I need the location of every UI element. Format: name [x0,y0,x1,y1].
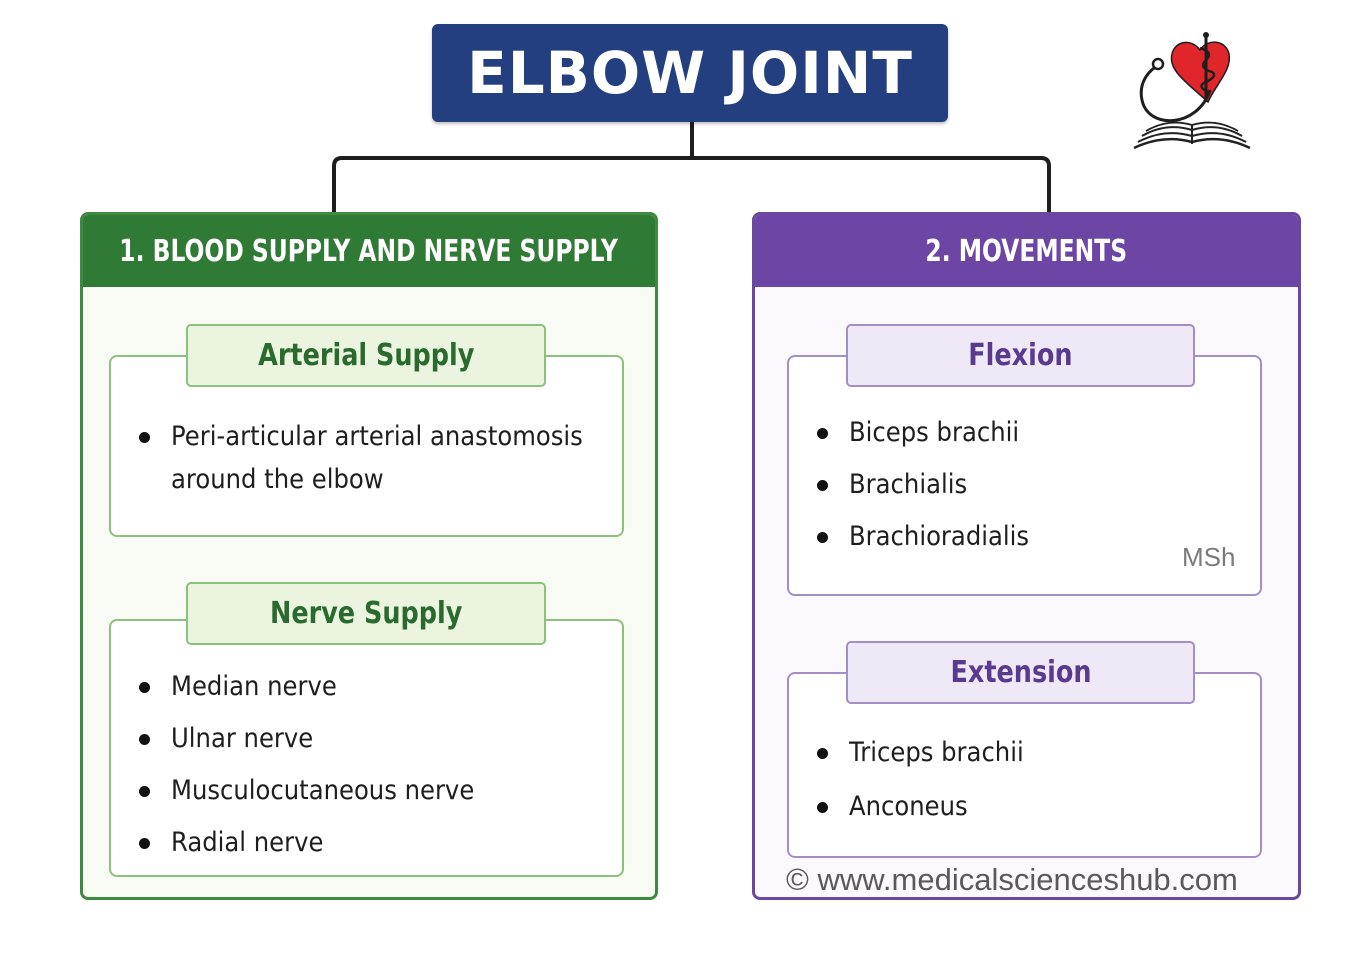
msh-watermark: MSh [1182,542,1236,572]
list-item: Radial nerve [111,817,508,869]
nerve-supply-label: Nerve Supply [269,596,463,631]
arterial-supply-label: Arterial Supply [257,338,475,373]
list-item: Musculocutaneous nerve [111,765,508,817]
list-item: Biceps brachii [789,407,1049,459]
copyright-footer: © www.medicalscienceshub.com [786,862,1238,897]
extension-tab: Extension [846,641,1195,704]
list-item: Brachialis [789,459,1049,511]
list-item: Peri-articular arterial anastomosis [111,415,629,458]
extension-label: Extension [949,655,1092,690]
movements-title: 2. MOVEMENTS [925,233,1128,269]
arterial-supply-tab: Arterial Supply [186,324,546,387]
flexion-box: Biceps brachii Brachialis Brachioradiali… [787,355,1262,596]
movements-header: 2. MOVEMENTS [755,215,1298,287]
list-item: Median nerve [111,661,508,713]
arterial-supply-list: Peri-articular arterial anastomosis arou… [111,415,629,501]
blood-nerve-supply-title: 1. BLOOD SUPPLY AND NERVE SUPPLY [119,233,619,269]
extension-list: Triceps brachii Anconeus [789,726,1043,834]
list-item: Triceps brachii [789,726,1043,780]
blood-nerve-supply-panel: 1. BLOOD SUPPLY AND NERVE SUPPLY Peri-ar… [80,212,658,900]
nerve-supply-box: Median nerve Ulnar nerve Musculocutaneou… [109,619,624,877]
list-item: Anconeus [789,780,1043,834]
nerve-supply-tab: Nerve Supply [186,582,546,645]
stethoscope-heart-book-icon [1133,32,1251,150]
list-item: Brachioradialis [789,511,1049,563]
flexion-list: Biceps brachii Brachialis Brachioradiali… [789,407,1049,563]
flexion-tab: Flexion [846,324,1195,387]
page-title: ELBOW JOINT [467,39,913,107]
movements-panel: 2. MOVEMENTS Biceps brachii Brachialis B… [752,212,1301,900]
flexion-label: Flexion [968,338,1073,373]
nerve-supply-list: Median nerve Ulnar nerve Musculocutaneou… [111,661,508,869]
title-box: ELBOW JOINT [432,24,948,122]
list-item: Ulnar nerve [111,713,508,765]
blood-nerve-supply-header: 1. BLOOD SUPPLY AND NERVE SUPPLY [83,215,655,287]
list-item-continuation: around the elbow [171,464,384,495]
